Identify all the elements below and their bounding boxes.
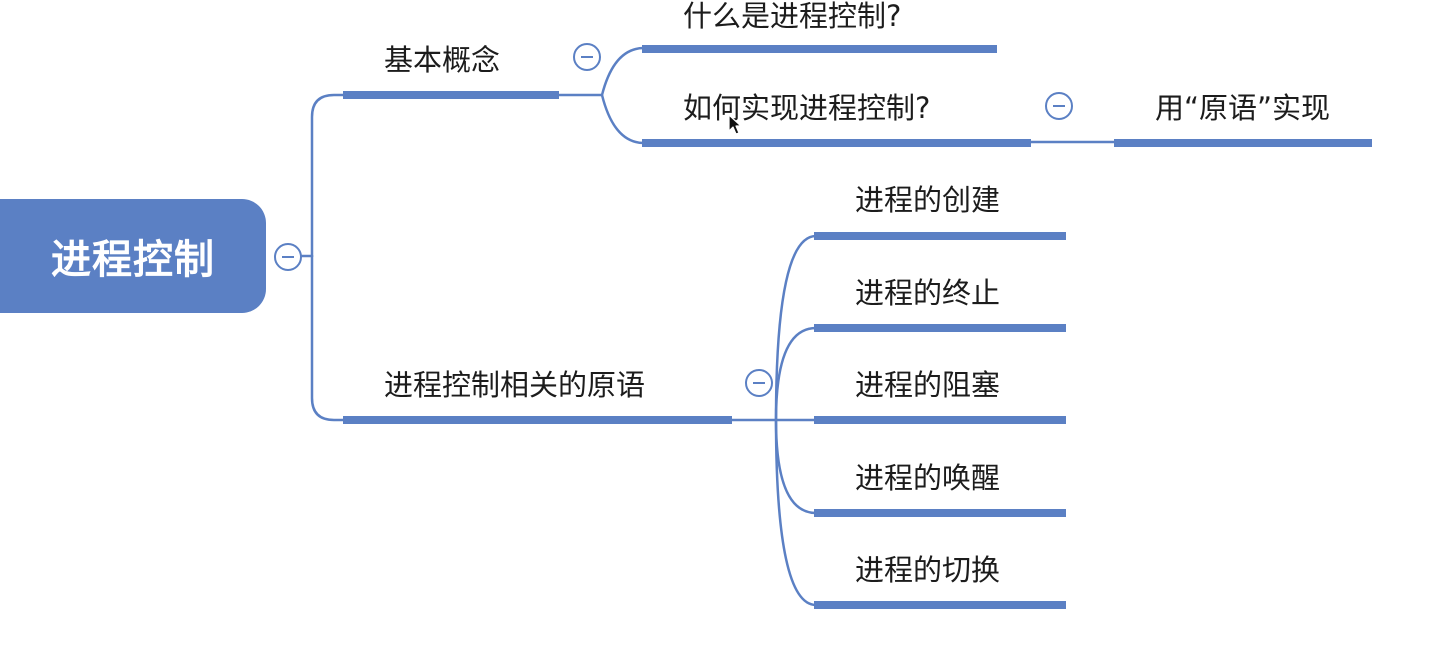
- node-process-block[interactable]: 进程的阻塞: [855, 368, 1001, 402]
- node-process-switch[interactable]: 进程的切换: [855, 553, 1001, 587]
- node-process-wakeup-underline: [814, 509, 1066, 517]
- node-how-to-implement-underline: [642, 139, 1031, 147]
- node-basic-concepts[interactable]: 基本概念: [384, 43, 501, 77]
- connector-root-to-basic: [310, 93, 348, 258]
- connector-basic-to-how: [600, 93, 646, 145]
- collapse-icon[interactable]: [274, 243, 302, 271]
- node-process-wakeup[interactable]: 进程的唤醒: [855, 461, 1001, 495]
- root-node-label: 进程控制: [51, 237, 215, 283]
- collapse-icon[interactable]: [573, 43, 601, 71]
- collapse-icon[interactable]: [745, 369, 773, 397]
- node-how-to-implement[interactable]: 如何实现进程控制?: [683, 91, 931, 125]
- node-implemented-by-primitives-underline: [1114, 139, 1372, 147]
- node-process-create[interactable]: 进程的创建: [855, 183, 1001, 217]
- root-node[interactable]: 进程控制: [0, 199, 266, 313]
- mouse-pointer-icon: [728, 114, 742, 135]
- node-process-control-primitives[interactable]: 进程控制相关的原语: [384, 368, 646, 402]
- collapse-icon[interactable]: [1045, 92, 1073, 120]
- node-what-is-process-control-underline: [642, 45, 997, 53]
- node-process-switch-underline: [814, 601, 1066, 609]
- node-implemented-by-primitives[interactable]: 用“原语”实现: [1155, 91, 1331, 125]
- connector-to-terminate: [774, 326, 818, 422]
- node-process-block-underline: [814, 416, 1066, 424]
- node-basic-concepts-underline: [343, 91, 559, 99]
- node-process-control-primitives-underline: [343, 416, 732, 424]
- connector-to-switch: [774, 418, 818, 607]
- connector-to-wakeup: [774, 418, 818, 515]
- node-what-is-process-control[interactable]: 什么是进程控制?: [683, 0, 902, 33]
- connector-root-to-primitives: [310, 254, 348, 422]
- connector-to-create: [774, 234, 818, 422]
- node-process-terminate-underline: [814, 324, 1066, 332]
- node-process-terminate[interactable]: 进程的终止: [855, 276, 1001, 310]
- node-process-create-underline: [814, 232, 1066, 240]
- connector-basic-to-what: [556, 46, 646, 97]
